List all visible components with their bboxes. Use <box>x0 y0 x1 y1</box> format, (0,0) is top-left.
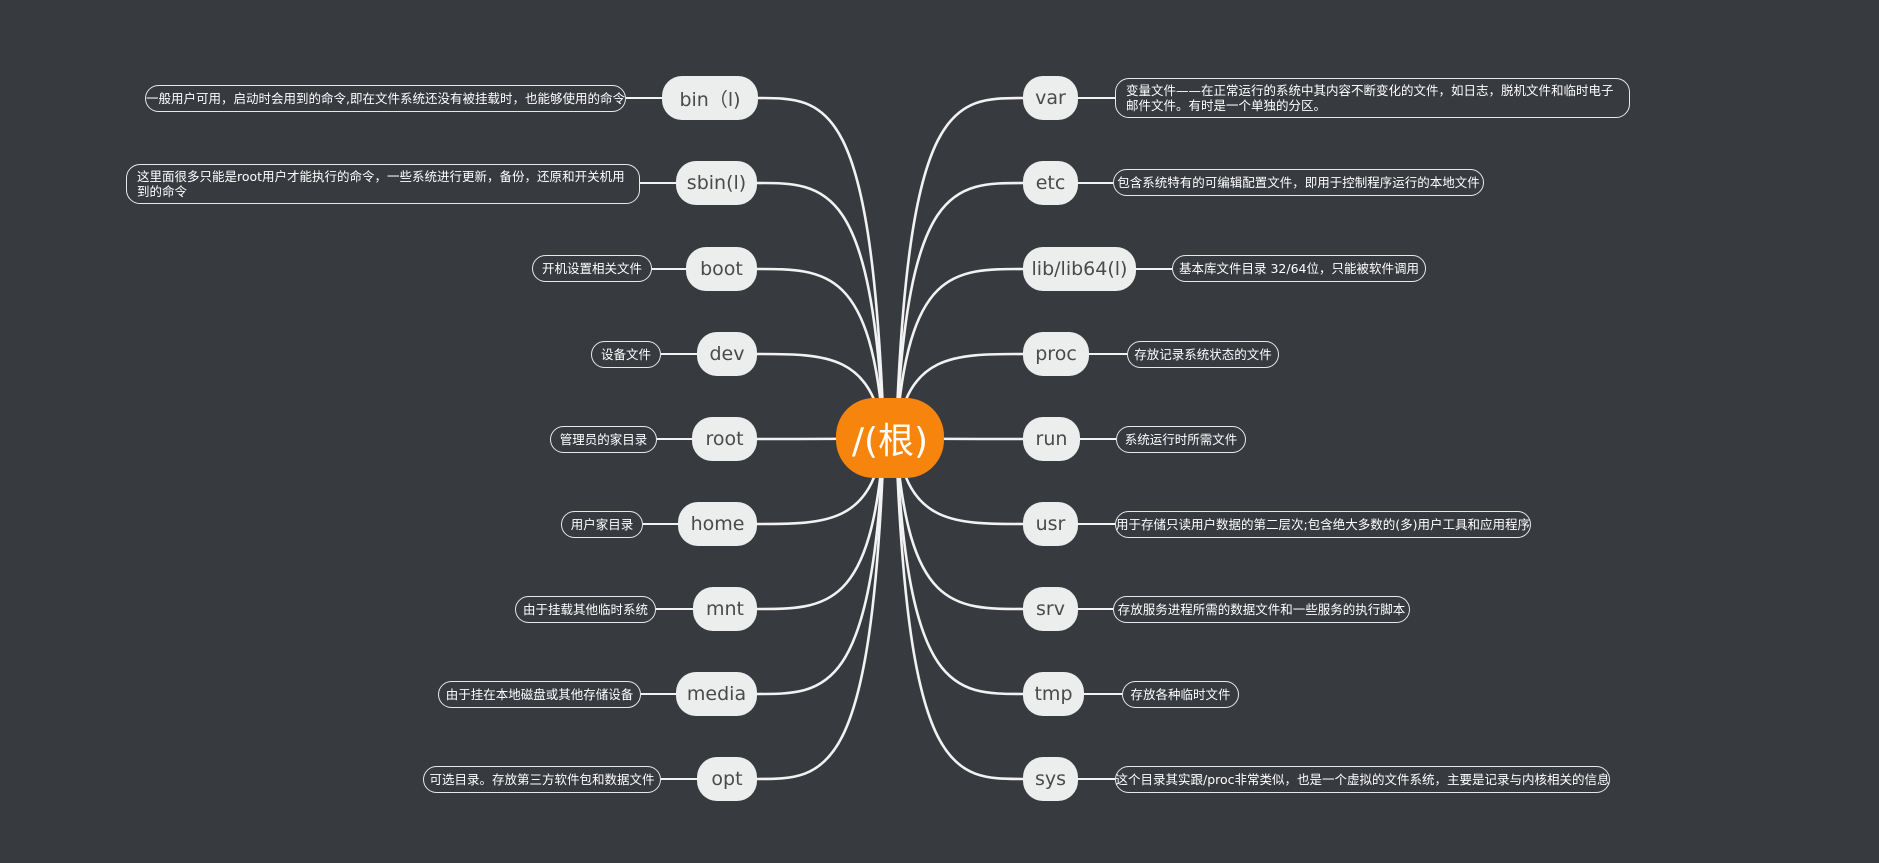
desc-sys: 这个目录其实跟/proc非常类似，也是一个虚拟的文件系统，主要是记录与内核相关的… <box>1115 766 1610 793</box>
node-sys[interactable]: sys <box>1023 757 1078 801</box>
node-root[interactable]: root <box>692 417 757 461</box>
desc-dev: 设备文件 <box>591 341 661 368</box>
edge-left-8 <box>755 436 886 781</box>
node-sbin[interactable]: sbin(l) <box>676 161 757 205</box>
desc-bin: 一般用户可用，启动时会用到的命令,即在文件系统还没有被挂载时，也能够使用的命令 <box>145 85 626 112</box>
node-var[interactable]: var <box>1023 76 1078 120</box>
desc-lib: 基本库文件目录 32/64位，只能被软件调用 <box>1172 255 1426 282</box>
desc-srv: 存放服务进程所需的数据文件和一些服务的执行脚本 <box>1113 596 1410 623</box>
node-media[interactable]: media <box>676 672 757 716</box>
node-home[interactable]: home <box>678 502 757 546</box>
node-boot[interactable]: boot <box>686 247 757 291</box>
edge-right-0 <box>894 96 1025 440</box>
desc-usr: 用于存储只读用户数据的第二层次;包含绝大多数的(多)用户工具和应用程序 <box>1115 511 1531 538</box>
node-run[interactable]: run <box>1023 417 1080 461</box>
node-etc[interactable]: etc <box>1023 161 1078 205</box>
desc-mnt: 由于挂载其他临时系统 <box>515 596 656 623</box>
root-node[interactable]: /(根) <box>836 398 944 478</box>
node-mnt[interactable]: mnt <box>693 587 757 631</box>
node-tmp[interactable]: tmp <box>1023 672 1084 716</box>
node-dev[interactable]: dev <box>697 332 757 376</box>
edge-left-0 <box>756 96 886 440</box>
desc-boot: 开机设置相关文件 <box>532 255 652 282</box>
desc-sbin: 这里面很多只能是root用户才能执行的命令，一些系统进行更新，备份，还原和开关机… <box>126 164 640 204</box>
desc-root: 管理员的家目录 <box>550 426 657 453</box>
desc-tmp: 存放各种临时文件 <box>1122 681 1239 708</box>
desc-etc: 包含系统特有的可编辑配置文件，即用于控制程序运行的本地文件 <box>1113 169 1484 196</box>
node-lib[interactable]: lib/lib64(l) <box>1023 247 1136 291</box>
node-bin[interactable]: bin（l) <box>662 76 758 120</box>
desc-home: 用户家目录 <box>561 511 643 538</box>
desc-run: 系统运行时所需文件 <box>1116 426 1246 453</box>
node-opt[interactable]: opt <box>697 757 757 801</box>
desc-proc: 存放记录系统状态的文件 <box>1127 341 1279 368</box>
edge-right-8 <box>894 436 1025 781</box>
desc-media: 由于挂在本地磁盘或其他存储设备 <box>438 681 641 708</box>
node-usr[interactable]: usr <box>1023 502 1078 546</box>
desc-opt: 可选目录。存放第三方软件包和数据文件 <box>423 766 661 793</box>
node-proc[interactable]: proc <box>1023 332 1089 376</box>
desc-var: 变量文件——在正常运行的系统中其内容不断变化的文件，如日志，脱机文件和临时电子邮… <box>1115 78 1630 118</box>
node-srv[interactable]: srv <box>1023 587 1078 631</box>
